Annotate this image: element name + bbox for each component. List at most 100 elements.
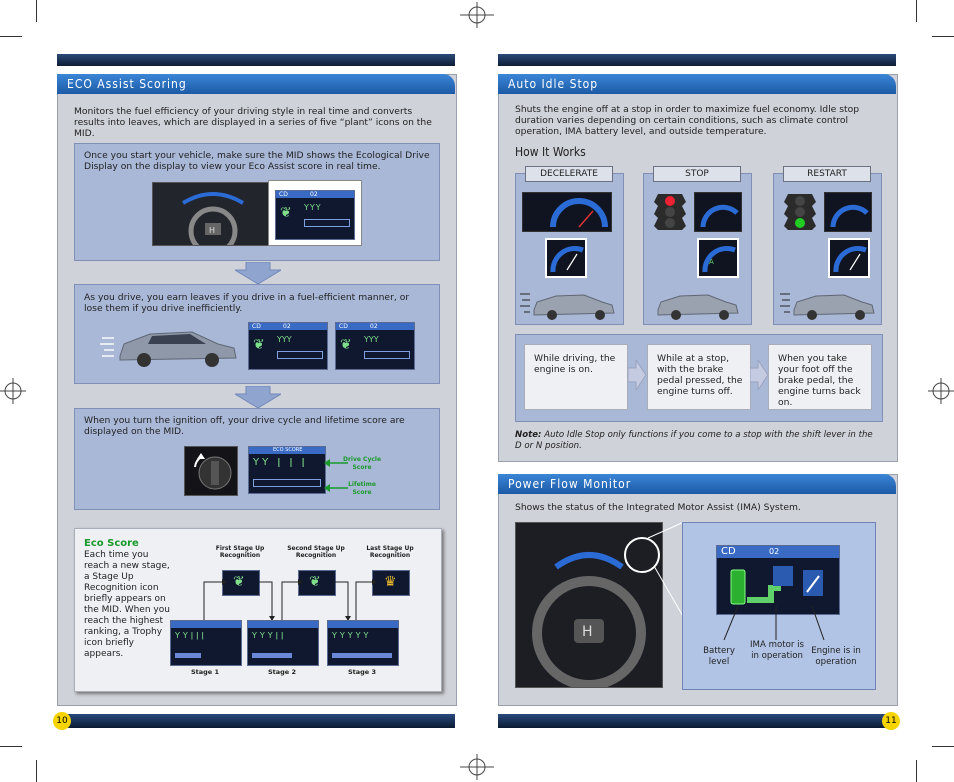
leaf-icons: YYY [304, 203, 322, 212]
crop-mark [932, 746, 954, 747]
stage-label-2: Stage 2 [267, 668, 297, 676]
mid-track: 02 [370, 323, 378, 330]
eco-intro: Monitors the fuel efficiency of your dri… [74, 106, 432, 139]
ignition-photo [184, 446, 238, 496]
eco-bar [304, 219, 350, 227]
registration-mark [460, 2, 494, 28]
engine-label: Engine is in operation [811, 646, 861, 667]
page-number: 10 [53, 712, 71, 730]
eco-bar [253, 479, 321, 487]
eco-assist-title: ECO Assist Scoring [57, 74, 455, 94]
gauge-zoom [545, 238, 587, 278]
mid-cd-label: CD [721, 546, 736, 557]
mid-cd-label: CD [279, 191, 288, 198]
phase-label-restart: RESTART [783, 166, 871, 182]
eco-score-body: Each time you reach a new stage, a Stage… [84, 550, 170, 659]
trophy-icon: ♛ [372, 570, 410, 596]
page-bottom-bar [498, 714, 896, 728]
gauge-zoom: A [697, 238, 739, 278]
mid-screen: CD 02 ❦ YYY [275, 190, 355, 240]
registration-mark [0, 378, 26, 404]
right-arrow-icon [750, 360, 768, 390]
plant-icon: ❦ [253, 337, 265, 353]
page-top-bar [57, 54, 455, 66]
leaf-icons: YYY [277, 335, 292, 344]
flow-text-stop: While at a stop, with the brake pedal pr… [657, 353, 743, 397]
mid-screen: CD 02 ❦ YYY [335, 322, 415, 370]
car-icon [780, 293, 875, 320]
flow-box-driving [524, 344, 628, 410]
down-arrow-icon [235, 386, 281, 408]
mid-screen: CD 02 ❦ YYY [248, 322, 328, 370]
stage-1-screen: YYǀǀǀ [170, 620, 242, 666]
down-arrow-icon [235, 262, 281, 284]
power-flow-screen: CD 02 [716, 545, 840, 615]
crop-mark [916, 0, 917, 22]
how-it-works-heading: How It Works [515, 145, 586, 159]
steering-wheel-icon: H [153, 183, 273, 256]
car-icon [520, 293, 615, 320]
right-arrow-icon [628, 360, 646, 390]
svg-text:H: H [582, 624, 593, 640]
stage-2-screen: YYYǀǀ [247, 620, 319, 666]
battery-level-label: Battery level [703, 646, 735, 667]
leaf-icons: YYY [364, 335, 379, 344]
speedometer-icon [830, 204, 869, 228]
gauge-cluster [694, 192, 742, 232]
phase-label-decelerate: DECELERATE [525, 166, 613, 182]
idle-note-label: Note: [515, 430, 542, 440]
phase-label-stop: STOP [653, 166, 741, 182]
traffic-light-green-icon [784, 194, 816, 230]
mid-track: 02 [310, 191, 318, 198]
mid-track: 02 [283, 323, 291, 330]
page-number: 11 [882, 712, 900, 730]
registration-mark [460, 754, 494, 780]
crop-mark [36, 760, 37, 782]
cockpit-photo: H [515, 522, 663, 690]
eco-score-screen-title: ECO SCORE [273, 447, 303, 453]
recognition-label-2: Second Stage Up Recognition [287, 545, 345, 559]
mid-cd-label: CD [252, 323, 261, 330]
ima-motor-label: IMA motor is in operation [750, 640, 804, 661]
registration-mark [928, 378, 954, 404]
svg-text:H: H [209, 226, 215, 235]
gauge-cluster [522, 192, 612, 232]
plant-icon: ❦ [280, 205, 292, 221]
flow-box-stop [647, 344, 751, 410]
crop-mark [916, 760, 917, 782]
pointer-arrows-icon [324, 459, 348, 492]
idle-note: Note: Auto Idle Stop only functions if y… [515, 430, 881, 452]
eco-score-screen: ECO SCORE YY ǀ ǀ ǀ [248, 446, 326, 494]
gauge-cluster [824, 192, 872, 232]
stage-flow-arrows [203, 579, 377, 621]
lifetime-label: Lifetime Score [348, 481, 376, 496]
crop-mark [932, 36, 954, 37]
mid-cd-label: CD [339, 323, 348, 330]
eco-bar [364, 351, 410, 359]
callout-lines [647, 521, 685, 619]
auto-idle-intro: Shuts the engine off at a stop in order … [515, 104, 860, 137]
stage-label-1: Stage 1 [190, 668, 220, 676]
flow-text-restart: When you take your foot off the brake pe… [778, 353, 861, 408]
recognition-label-1: First Stage Up Recognition [215, 545, 265, 559]
crop-mark [0, 36, 22, 37]
auto-idle-title: Auto Idle Stop [498, 74, 896, 94]
eco-step-3-text: When you turn the ignition off, your dri… [84, 415, 405, 437]
car-icon [100, 331, 237, 367]
crop-mark [36, 0, 37, 22]
power-flow-intro: Shows the status of the Integrated Motor… [515, 502, 801, 513]
label-pointer-lines [723, 606, 825, 641]
car-icon [657, 294, 739, 320]
eco-score-heading: Eco Score [84, 538, 139, 549]
stage-3-screen: YYYYY [327, 620, 399, 666]
stage-up-icon-1: ❦ [222, 570, 260, 596]
mid-track: 02 [769, 547, 780, 556]
plant-icon: ❦ [340, 337, 352, 353]
mid-highlight-circle [624, 537, 660, 573]
gauge-zoom [828, 238, 870, 278]
eco-step-1-text: Once you start your vehicle, make sure t… [84, 150, 430, 172]
speedometer-icon [833, 245, 867, 273]
leaf-icons: YY ǀ ǀ ǀ [253, 457, 308, 468]
traffic-light-red-icon [654, 194, 686, 230]
flow-text-driving: While driving, the engine is on. [534, 353, 616, 375]
